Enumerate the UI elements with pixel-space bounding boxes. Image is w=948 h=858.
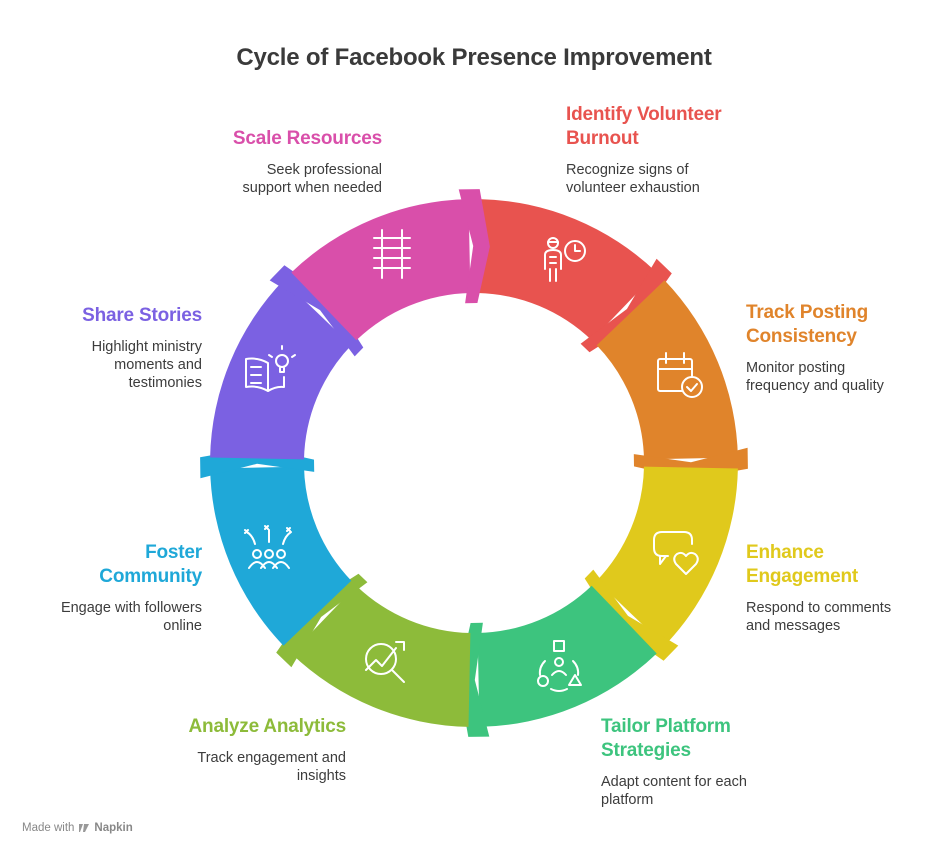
step-description: Highlight ministry moments and testimoni… — [91, 339, 202, 391]
segment-connector — [458, 189, 490, 304]
step-heading: Identify Volunteer Burnout — [566, 104, 722, 149]
book-lightbulb-icon — [245, 345, 296, 392]
step-scale-resources: Scale Resources Seek professional suppor… — [182, 127, 382, 197]
step-identify-volunteer-burnout: Identify Volunteer Burnout Recognize sig… — [566, 103, 766, 197]
person-clock-icon — [544, 237, 586, 282]
step-analyze-analytics: Analyze Analytics Track engagement and i… — [146, 715, 347, 785]
napkin-brand: Napkin — [94, 822, 133, 834]
napkin-logo-icon — [79, 824, 90, 832]
ladder-icon — [373, 229, 411, 279]
step-heading: Foster Community — [99, 542, 202, 587]
step-description: Respond to comments and messages — [746, 600, 892, 634]
step-description: Track engagement and insights — [197, 750, 346, 784]
segment-connector — [580, 258, 672, 353]
step-description: Monitor posting frequency and quality — [746, 360, 884, 394]
step-description: Seek professional support when needed — [242, 162, 382, 196]
ring-segment — [210, 466, 352, 646]
step-foster-community: Foster Community Engage with followers o… — [2, 541, 202, 635]
step-description: Adapt content for each platform — [601, 774, 747, 808]
made-with-text: Made with — [22, 822, 75, 834]
step-description: Engage with followers online — [60, 600, 202, 634]
ring-segment — [477, 199, 657, 341]
step-heading: Scale Resources — [232, 128, 382, 149]
footer: Made with Napkin — [22, 822, 133, 834]
step-enhance-engagement: Enhance Engagement Respond to comments a… — [746, 541, 946, 635]
ring-segment — [477, 585, 657, 727]
shapes-person-icon — [537, 640, 582, 692]
step-heading: Enhance Engagement — [746, 542, 859, 587]
step-tailor-platform-strategies: Tailor Platform Strategies Adapt content… — [601, 715, 801, 809]
step-track-posting-consistency: Track Posting Consistency Monitor postin… — [746, 301, 946, 395]
step-heading: Tailor Platform Strategies — [601, 716, 731, 761]
ring-segment — [291, 199, 471, 341]
segment-connector — [584, 569, 679, 661]
calendar-check-icon — [657, 352, 703, 398]
ring-segment — [291, 585, 471, 727]
chart-magnifier-icon — [365, 641, 405, 683]
step-heading: Track Posting Consistency — [746, 302, 868, 347]
community-celebrate-icon — [244, 525, 292, 569]
step-heading: Share Stories — [82, 305, 202, 326]
chat-heart-icon — [653, 531, 699, 575]
step-heading: Analyze Analytics — [188, 716, 347, 737]
step-share-stories: Share Stories Highlight ministry moments… — [2, 304, 202, 392]
step-description: Recognize signs of volunteer exhaustion — [566, 162, 700, 196]
segment-connector — [276, 573, 368, 668]
diagram-title: Cycle of Facebook Presence Improvement — [236, 44, 712, 71]
segment-connector — [269, 265, 364, 357]
